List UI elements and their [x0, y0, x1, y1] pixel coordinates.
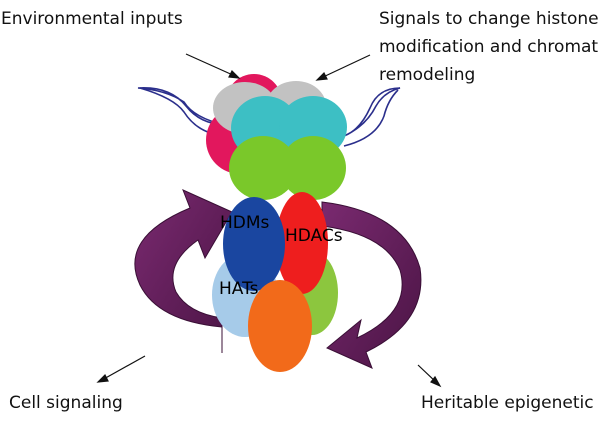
signals-label-line3: remodeling — [379, 65, 476, 85]
signals-label-line1: Signals to change histone — [379, 9, 599, 29]
cell-signaling-label: Cell signaling — [9, 393, 123, 413]
right-cycle-arrow — [321, 201, 422, 369]
left-wing-loop — [137, 87, 226, 126]
right-wing-loop-inner — [343, 89, 399, 147]
env-input-arrow — [185, 53, 236, 77]
heritable-arrow-head — [430, 375, 442, 388]
hdms-label: HDMs — [220, 213, 270, 233]
cell-signaling-arrow — [101, 355, 146, 381]
right-wing-loop — [343, 87, 401, 137]
environmental-inputs-label: Environmental inputs — [1, 9, 183, 29]
left-cycle-arrow — [134, 189, 233, 353]
signals-label-line2: modification and chromat — [379, 37, 599, 57]
red-hdacs — [276, 192, 328, 294]
orange-subunit — [248, 280, 312, 372]
signals-arrow-head — [315, 71, 328, 81]
green-subunit-left — [229, 136, 297, 200]
pointer-arrows — [96, 53, 442, 388]
green-subunit-right — [280, 136, 346, 200]
heritable-epigenetic-label: Heritable epigenetic — [421, 393, 594, 413]
env-input-arrow-head — [228, 69, 241, 79]
hats-label: HATs — [219, 279, 259, 299]
navy-hdms — [223, 197, 285, 291]
signals-arrow — [320, 54, 371, 79]
cell-signaling-arrow-head — [96, 373, 109, 383]
hdacs-label: HDACs — [285, 226, 343, 246]
